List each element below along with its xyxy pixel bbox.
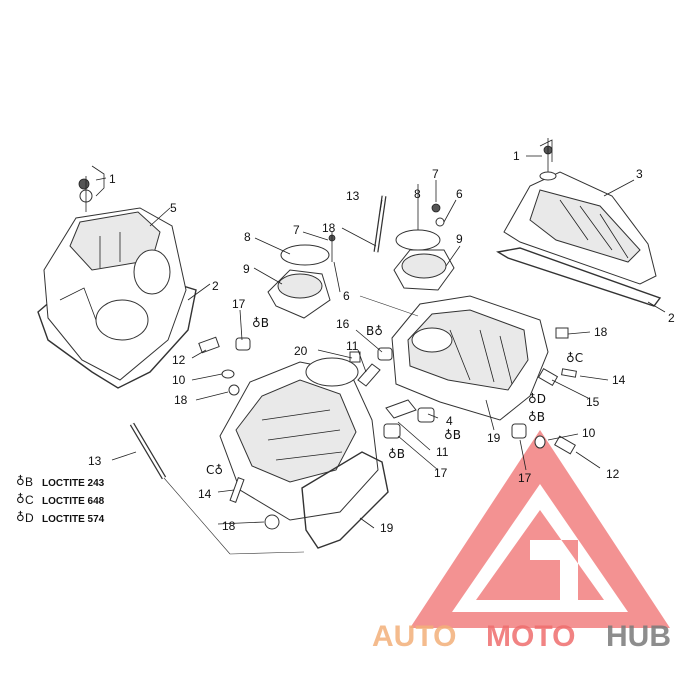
svg-text:♁: ♁ <box>16 474 25 488</box>
legend-code-b: B <box>25 475 33 489</box>
long-stud-right <box>373 195 387 253</box>
left-valve-cover <box>37 176 197 389</box>
marker-c-1: ♁C <box>566 351 583 365</box>
watermark-text: AUTO MOTO HUB <box>372 620 671 653</box>
callout-10-right: 10 <box>582 426 596 440</box>
callout-18-left: 18 <box>174 393 188 407</box>
callout-8-right: 8 <box>414 187 421 201</box>
callout-1-right: 1 <box>513 149 520 163</box>
right-cylinder-head <box>359 295 549 421</box>
legend-row-c: ♁ C LOCTITE 648 <box>16 492 105 507</box>
callout-13-right: 13 <box>346 189 360 203</box>
callout-19-gasket-right: 19 <box>487 431 501 445</box>
callout-1-left: 1 <box>109 172 116 186</box>
callout-3: 3 <box>636 167 643 181</box>
marker-b-4: ♁B <box>388 447 405 461</box>
legend-code-d: D <box>25 511 34 525</box>
callout-19-gasket-left: 19 <box>380 521 394 535</box>
callout-16: 16 <box>336 317 350 331</box>
callout-17-mid: 17 <box>434 466 448 480</box>
svg-text:♁: ♁ <box>16 510 25 524</box>
legend-text-d: LOCTITE 574 <box>42 514 105 525</box>
callout-2-right: 2 <box>668 311 675 325</box>
marker-b-5: ♁B <box>528 410 545 424</box>
callout-10-left: 10 <box>172 373 186 387</box>
intake-manifold-right <box>393 203 455 291</box>
threadlocker-markers: ♁B B♁ ♁B ♁B ♁B B ♁C C♁ ♁D <box>206 316 583 477</box>
callout-13-left: 13 <box>88 454 102 468</box>
callout-11-lower: 11 <box>436 445 449 459</box>
legend-text-c: LOCTITE 648 <box>42 496 105 507</box>
callout-6-left: 6 <box>343 289 350 303</box>
callout-18-right: 18 <box>594 325 608 339</box>
callout-17-left: 17 <box>232 297 246 311</box>
watermark-logo <box>410 430 670 628</box>
watermark-hub: HUB <box>606 620 671 653</box>
callout-7-right: 7 <box>432 167 439 181</box>
marker-c-2: C♁ <box>206 463 223 477</box>
svg-text:♁: ♁ <box>16 492 25 506</box>
callout-9-right: 9 <box>456 232 463 246</box>
callout-numbers: 1 1 2 2 3 4 5 6 6 7 7 8 8 9 9 10 10 11 1… <box>88 149 675 535</box>
callout-14-right: 14 <box>612 373 626 387</box>
legend-row-b: ♁ B LOCTITE 243 <box>16 474 105 489</box>
callout-2-left: 2 <box>212 279 219 293</box>
loctite-legend: ♁ B LOCTITE 243 ♁ C LOCTITE 648 ♁ D LOCT… <box>16 474 105 525</box>
watermark-auto: AUTO <box>372 620 456 653</box>
callout-20: 20 <box>294 344 308 358</box>
marker-b-3: ♁B <box>444 428 461 442</box>
marker-d-1: ♁D <box>528 392 546 406</box>
callout-7-left: 7 <box>293 223 300 237</box>
callout-18-bottom: 18 <box>222 519 236 533</box>
marker-b-1: ♁B <box>252 316 269 330</box>
legend-row-d: ♁ D LOCTITE 574 <box>16 510 105 525</box>
legend-text-b: LOCTITE 243 <box>42 478 105 489</box>
callout-4: 4 <box>446 414 453 428</box>
leader-lines <box>91 139 666 529</box>
watermark-moto: MOTO <box>486 620 575 653</box>
callout-18-top: 18 <box>322 221 336 235</box>
callout-14-left: 14 <box>198 487 212 501</box>
callout-6-right: 6 <box>456 187 463 201</box>
callout-12-right: 12 <box>606 467 620 481</box>
long-stud-left <box>129 422 305 555</box>
right-valve-cover <box>496 138 662 307</box>
left-cylinder-head <box>219 357 389 549</box>
intake-manifold-left <box>267 232 336 319</box>
callout-17-right: 17 <box>518 471 532 485</box>
callout-9-left: 9 <box>243 262 250 276</box>
callout-5: 5 <box>170 201 177 215</box>
callout-12-left: 12 <box>172 353 186 367</box>
callout-8-left: 8 <box>244 230 251 244</box>
callout-11-upper: 11 <box>346 339 359 353</box>
legend-code-c: C <box>25 493 34 507</box>
marker-b-2: B♁ <box>366 324 383 338</box>
small-fittings <box>198 327 577 503</box>
callout-15: 15 <box>586 395 600 409</box>
